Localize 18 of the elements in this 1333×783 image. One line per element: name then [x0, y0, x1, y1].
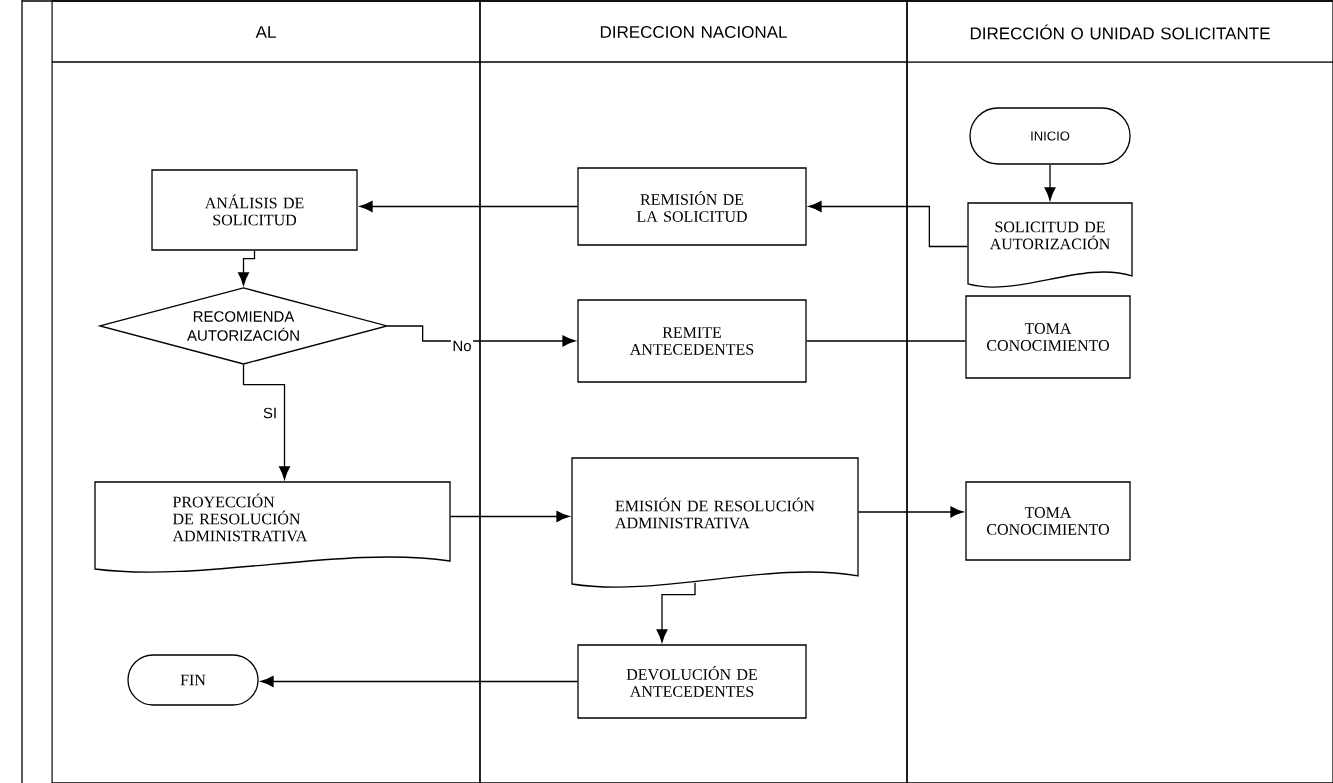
- arrow: [238, 250, 256, 286]
- arrow: [1044, 164, 1056, 201]
- process-box: TOMA CONOCIMIENTO: [965, 481, 1131, 561]
- process-box: TOMA CONOCIMIENTO: [965, 295, 1131, 379]
- arrow: [359, 201, 578, 212]
- edge-label: SI: [261, 406, 279, 420]
- arrow: [656, 582, 696, 643]
- edge-label: No: [450, 339, 474, 353]
- process-box: DEVOLUCIÓN DE ANTECEDENTES: [577, 644, 807, 719]
- process-box: REMISIÓN DE LA SOLICITUD: [577, 167, 807, 246]
- arrow: [808, 201, 968, 248]
- arrow: [387, 325, 576, 347]
- arrow: [242, 364, 290, 480]
- process-box: REMITE ANTECEDENTES: [577, 299, 807, 383]
- arrow: [260, 676, 578, 687]
- process-box: ANÁLISIS DE SOLICITUD: [151, 169, 358, 251]
- arrow: [450, 511, 570, 522]
- arrow: [858, 506, 964, 518]
